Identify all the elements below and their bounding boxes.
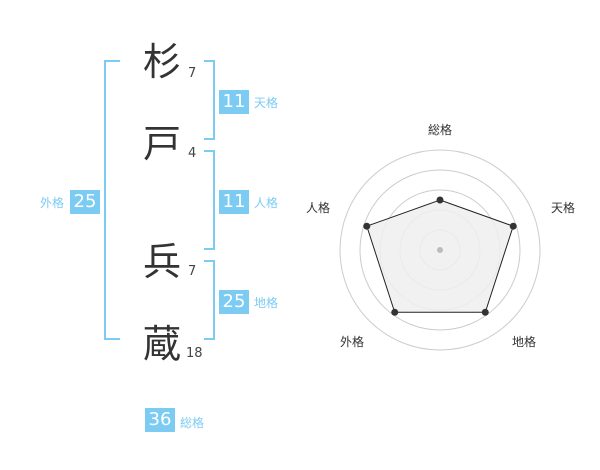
radar-label-jinkaku: 人格 bbox=[306, 200, 330, 215]
radar-label-tenkaku: 天格 bbox=[551, 200, 575, 215]
jinkaku-bracket bbox=[204, 150, 215, 250]
stroke-count-4: 18 bbox=[186, 346, 203, 361]
stroke-count-1: 7 bbox=[188, 66, 197, 81]
radar-center-dot bbox=[437, 247, 443, 253]
name-char-4: 蔵 bbox=[142, 322, 181, 366]
chikaku-value-badge: 25 bbox=[219, 290, 249, 314]
gaikaku-value-badge: 25 bbox=[70, 190, 100, 214]
radar-label-soukaku: 総格 bbox=[428, 122, 452, 137]
radar-ring-1 bbox=[339, 149, 541, 351]
jinkaku-value-badge: 11 bbox=[219, 190, 249, 214]
radar-point-5 bbox=[363, 222, 371, 230]
radar-ring-2 bbox=[359, 169, 521, 331]
radar-label-gaikaku: 外格 bbox=[340, 334, 364, 349]
soukaku-label: 総格 bbox=[180, 416, 205, 430]
soukaku-value-badge: 36 bbox=[145, 408, 175, 432]
radar-label-chikaku: 地格 bbox=[512, 334, 536, 349]
radar-point-3 bbox=[481, 308, 489, 316]
radar-point-2 bbox=[509, 222, 517, 230]
radar-point-1 bbox=[436, 196, 444, 204]
name-char-1: 杉 bbox=[142, 40, 181, 84]
jinkaku-label: 人格 bbox=[254, 196, 279, 210]
chikaku-label: 地格 bbox=[254, 296, 279, 310]
stroke-count-2: 4 bbox=[188, 146, 197, 161]
name-char-2: 戸 bbox=[142, 122, 181, 166]
tenkaku-label: 天格 bbox=[254, 96, 279, 110]
stroke-count-3: 7 bbox=[188, 264, 197, 279]
gaikaku-label: 外格 bbox=[40, 196, 65, 210]
outer-bracket bbox=[104, 60, 120, 340]
tenkaku-bracket bbox=[204, 60, 215, 140]
chikaku-bracket bbox=[204, 260, 215, 340]
radar-polygon bbox=[366, 199, 514, 313]
radar-point-4 bbox=[391, 308, 399, 316]
name-char-3: 兵 bbox=[142, 240, 181, 284]
tenkaku-value-badge: 11 bbox=[219, 90, 249, 114]
